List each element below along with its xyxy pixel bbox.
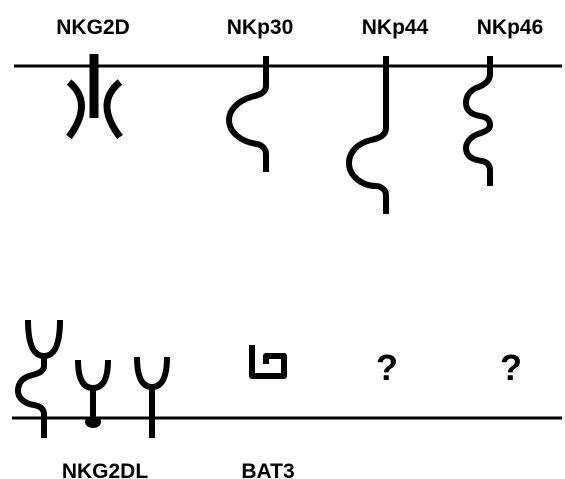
ligand-label-nkg2dl: NKG2DL — [62, 460, 149, 479]
receptor-label-nkp30: NKp30 — [227, 16, 294, 39]
nkp44-receptor-glyph — [346, 56, 389, 214]
nkg2d-receptor-glyph — [66, 54, 123, 140]
nkg2dl-ligand-glyphs — [15, 319, 170, 438]
receptor-label-nkg2d: NKG2D — [56, 16, 130, 39]
nkp30-receptor-glyph — [226, 56, 269, 172]
nkp46-receptor-glyph — [463, 56, 493, 186]
unknown-ligand-nkp44: ? — [376, 347, 398, 388]
ligand-label-bat3: BAT3 — [241, 460, 294, 479]
unknown-ligand-nkp46: ? — [500, 347, 522, 388]
receptor-label-nkp46: NKp46 — [477, 16, 544, 39]
bat3-ligand-glyph — [249, 345, 287, 379]
receptor-label-nkp44: NKp44 — [362, 16, 429, 39]
